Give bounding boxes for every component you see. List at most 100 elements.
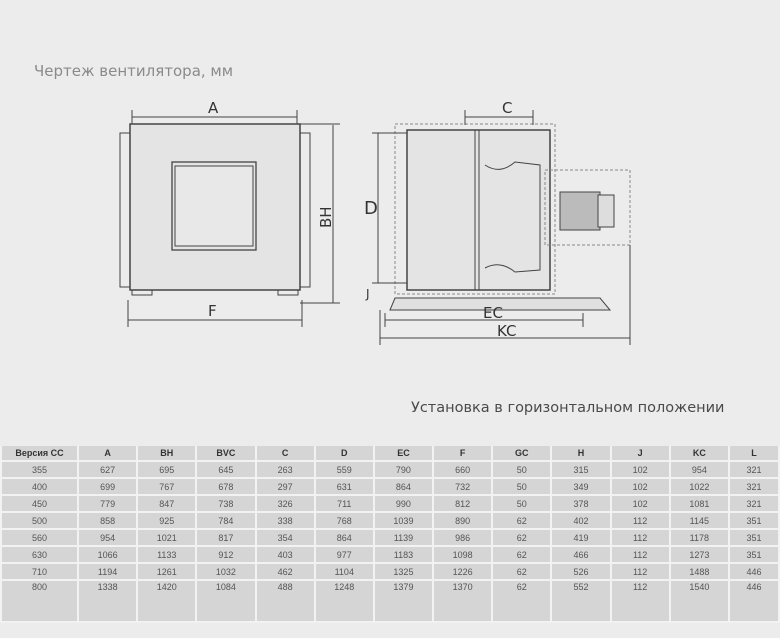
table-cell: 864	[372, 478, 435, 496]
table-cell: 1066	[76, 546, 139, 564]
table-cell: 315	[550, 461, 612, 479]
column-header: D	[313, 446, 375, 462]
table-cell: 711	[313, 495, 375, 513]
label-a: A	[208, 99, 219, 117]
table-cell: 112	[609, 529, 671, 547]
table-cell: 768	[313, 512, 375, 530]
table-cell: 102	[609, 461, 671, 479]
table-cell: 1540	[668, 580, 731, 623]
table-cell: 1022	[668, 478, 731, 496]
table-cell: 351	[728, 512, 780, 530]
table-cell: 627	[76, 461, 139, 479]
table-cell: 1032	[195, 563, 257, 581]
table-cell: 732	[432, 478, 494, 496]
table-cell: 462	[254, 563, 316, 581]
table-cell: 450	[0, 495, 79, 513]
table-cell: 1338	[76, 580, 139, 623]
table-cell: 500	[0, 512, 79, 530]
table-cell: 779	[76, 495, 139, 513]
table-cell: 112	[609, 546, 671, 564]
installation-subtitle: Установка в горизонтальном положении	[411, 400, 725, 416]
table-cell: 1098	[432, 546, 494, 564]
column-header: A	[76, 446, 139, 462]
table-cell: 847	[136, 495, 198, 513]
column-header: GC	[491, 446, 553, 462]
table-cell: 1039	[372, 512, 435, 530]
table-cell: 351	[728, 529, 780, 547]
column-header: BH	[136, 446, 198, 462]
table-cell: 1081	[668, 495, 731, 513]
table-cell: 1273	[668, 546, 731, 564]
front-view: A F BH	[119, 99, 340, 327]
table-cell: 645	[195, 461, 257, 479]
table-cell: 338	[254, 512, 316, 530]
table-cell: 102	[609, 495, 671, 513]
table-cell: 954	[76, 529, 139, 547]
column-header: L	[728, 446, 780, 462]
table-cell: 50	[491, 461, 553, 479]
table-cell: 986	[432, 529, 494, 547]
table-cell: 710	[0, 563, 79, 581]
table-cell: 1139	[372, 529, 435, 547]
table-cell: 790	[372, 461, 435, 479]
column-header: BVC	[195, 446, 257, 462]
table-cell: 1379	[372, 580, 435, 623]
table-cell: 1325	[372, 563, 435, 581]
side-view: C D J EC KC	[364, 99, 631, 345]
table-cell: 1420	[136, 580, 198, 623]
table-cell: 112	[609, 563, 671, 581]
table-cell: 678	[195, 478, 257, 496]
table-cell: 326	[254, 495, 316, 513]
table-cell: 1104	[313, 563, 375, 581]
label-c: C	[502, 99, 512, 117]
table-cell: 297	[254, 478, 316, 496]
drawing-title: Чертеж вентилятора, мм	[34, 62, 234, 80]
table-cell: 559	[313, 461, 375, 479]
table-cell: 102	[609, 478, 671, 496]
table-cell: 800	[0, 580, 79, 623]
table-cell: 419	[550, 529, 612, 547]
table-cell: 890	[432, 512, 494, 530]
table-cell: 1178	[668, 529, 731, 547]
table-cell: 50	[491, 495, 553, 513]
table-cell: 1488	[668, 563, 731, 581]
table-cell: 1084	[195, 580, 257, 623]
table-cell: 695	[136, 461, 198, 479]
column-header: J	[609, 446, 671, 462]
table-cell: 62	[491, 546, 553, 564]
table-cell: 812	[432, 495, 494, 513]
column-header: C	[254, 446, 316, 462]
table-cell: 62	[491, 529, 553, 547]
table-cell: 321	[728, 495, 780, 513]
table-cell: 977	[313, 546, 375, 564]
table-cell: 403	[254, 546, 316, 564]
label-ec: EC	[483, 304, 503, 322]
table-cell: 488	[254, 580, 316, 623]
column-header: F	[432, 446, 494, 462]
column-header: Версия CC	[0, 446, 79, 462]
table-cell: 62	[491, 580, 553, 623]
table-cell: 446	[728, 563, 780, 581]
table-cell: 660	[432, 461, 494, 479]
table-cell: 631	[313, 478, 375, 496]
table-cell: 321	[728, 478, 780, 496]
table-cell: 1133	[136, 546, 198, 564]
table-cell: 62	[491, 563, 553, 581]
table-cell: 466	[550, 546, 612, 564]
table-cell: 1248	[313, 580, 375, 623]
table-cell: 1226	[432, 563, 494, 581]
table-cell: 354	[254, 529, 316, 547]
table-cell: 351	[728, 546, 780, 564]
table-cell: 784	[195, 512, 257, 530]
table-cell: 925	[136, 512, 198, 530]
label-d: D	[364, 198, 378, 219]
table-cell: 630	[0, 546, 79, 564]
table-cell: 1370	[432, 580, 494, 623]
table-cell: 738	[195, 495, 257, 513]
table-cell: 560	[0, 529, 79, 547]
